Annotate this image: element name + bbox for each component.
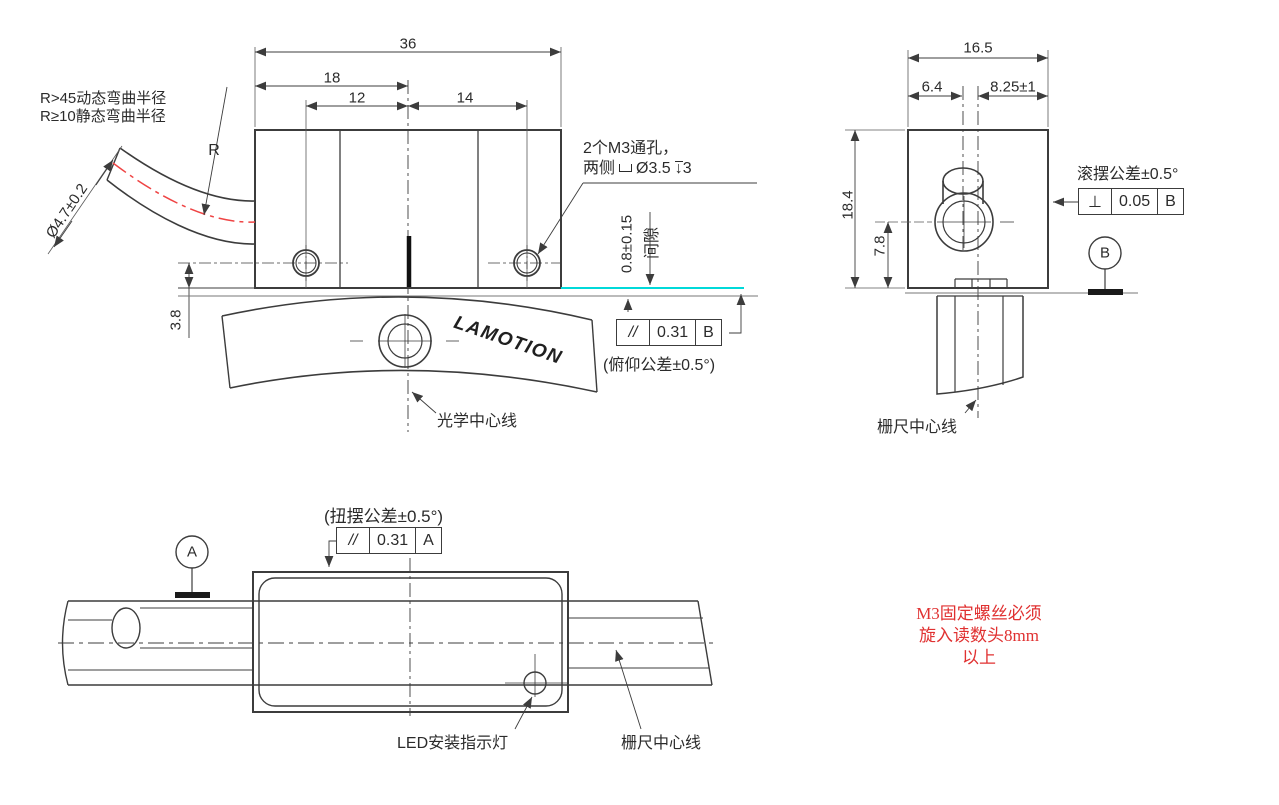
scale-cross-section xyxy=(936,295,1024,395)
depth-icon: ↓ xyxy=(674,160,683,177)
fcf-pitch: // 0.31 B xyxy=(616,319,722,346)
bend-radius-note: R>45动态弯曲半径 R≥10静态弯曲半径 xyxy=(40,90,166,126)
radius-label: R xyxy=(208,142,220,159)
read-head-top xyxy=(252,558,569,716)
bend-radius-line2: R≥10静态弯曲半径 xyxy=(40,108,166,125)
datum-b-label: B xyxy=(1099,244,1111,262)
fcf-roll-datum: B xyxy=(1165,192,1176,210)
dim-36: 36 xyxy=(399,35,417,53)
fcf-roll: ⊥ 0.05 B xyxy=(1078,188,1184,215)
datum-a-label: A xyxy=(186,543,198,561)
ring-scale xyxy=(221,296,598,393)
dim-18: 18 xyxy=(323,69,341,87)
scale-center-label-top: 栅尺中心线 xyxy=(621,735,702,752)
scale-center-label-side: 栅尺中心线 xyxy=(877,419,958,436)
dim-18-4: 18.4 xyxy=(839,190,857,220)
cable xyxy=(106,147,256,245)
cable-centerline xyxy=(112,162,256,223)
gap-dimension: 0.8±0.15 xyxy=(618,214,636,274)
datum-b-target xyxy=(1088,289,1123,295)
fcf-pitch-datum: B xyxy=(703,323,714,341)
perpendicularity-icon: ⊥ xyxy=(1079,189,1112,214)
dim-6-4: 6.4 xyxy=(921,78,943,96)
dim-14: 14 xyxy=(456,89,474,107)
warning-line3: 以上 xyxy=(962,648,996,667)
fcf-yaw-datum: A xyxy=(423,531,434,549)
counterbore-icon xyxy=(619,164,633,172)
front-view xyxy=(47,47,758,432)
roll-tolerance-label: 滚摆公差±0.5° xyxy=(1077,166,1179,183)
m3-screw-warning: M3固定螺丝必须 旋入读数头8mm 以上 xyxy=(894,603,1064,669)
scale-rail xyxy=(58,600,718,686)
optical-center-label: 光学中心线 xyxy=(437,413,518,430)
warning-line1: M3固定螺丝必须 xyxy=(916,604,1042,623)
parallelism-icon: // xyxy=(337,528,370,553)
dim-8-25: 8.25±1 xyxy=(990,78,1036,96)
yaw-tolerance-caption: (扭摆公差±0.5°) xyxy=(324,507,444,526)
top-view xyxy=(58,535,718,730)
datum-a-target xyxy=(175,592,210,598)
led-label: LED安装指示灯 xyxy=(397,735,509,752)
parallelism-icon: // xyxy=(617,320,650,345)
pitch-tolerance-caption: (俯仰公差±0.5°) xyxy=(603,357,716,374)
bend-radius-line1: R>45动态弯曲半径 xyxy=(40,90,167,107)
dim-16-5: 16.5 xyxy=(963,39,993,57)
dim-3-8: 3.8 xyxy=(167,309,185,331)
gap-label: 间隙 xyxy=(644,226,661,260)
warning-line2: 旋入读数头8mm xyxy=(919,626,1039,645)
fcf-yaw: // 0.31 A xyxy=(336,527,442,554)
m3-note-line1: 2个M3通孔， xyxy=(583,140,679,157)
dim-12: 12 xyxy=(348,89,366,107)
dim-7-8: 7.8 xyxy=(871,235,889,257)
fcf-pitch-value: 0.31 xyxy=(650,320,697,345)
fcf-yaw-value: 0.31 xyxy=(370,528,417,553)
fcf-roll-value: 0.05 xyxy=(1112,189,1159,214)
side-view xyxy=(845,50,1138,418)
